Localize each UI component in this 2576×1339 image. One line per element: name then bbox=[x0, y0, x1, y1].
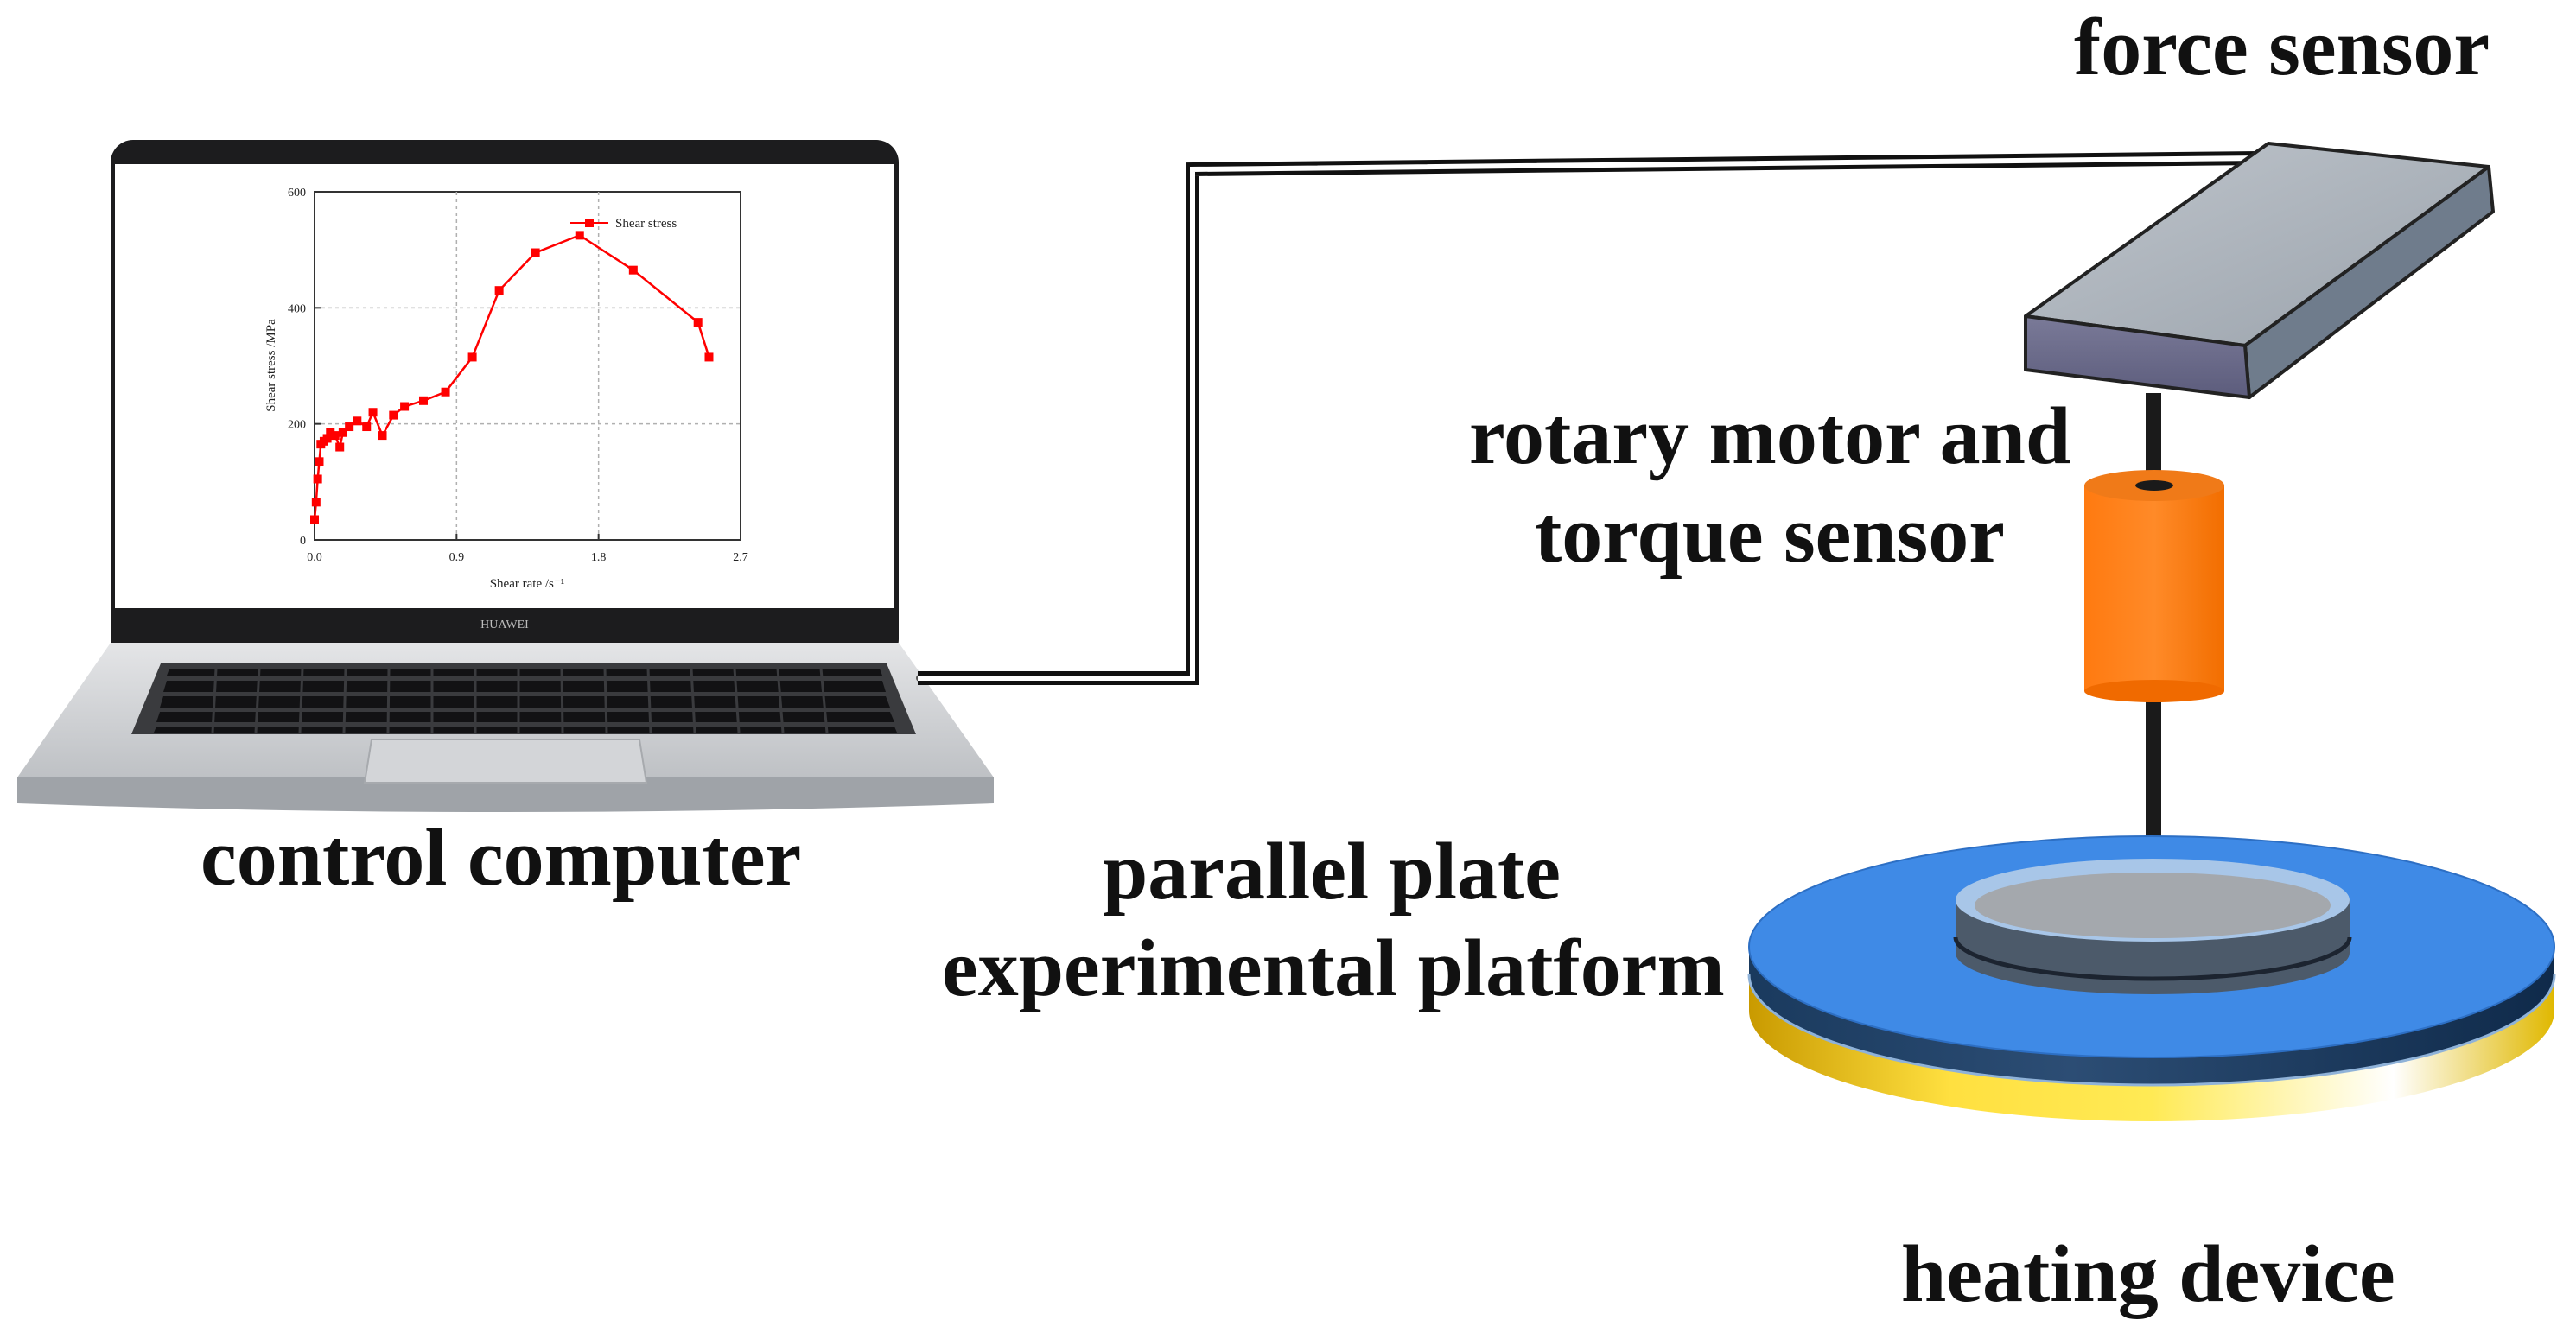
shear-stress-chart: 0 200 400 600 0.0 0.9 1.8 2.7 Shear rate /s⁻¹ S… bbox=[264, 187, 748, 591]
chart-data-point bbox=[326, 428, 335, 437]
chart-data-point bbox=[704, 352, 714, 362]
chart-data-point bbox=[628, 265, 638, 275]
legend-marker bbox=[585, 219, 594, 227]
chart-legend: Shear stress bbox=[570, 217, 677, 231]
motor-body bbox=[2084, 485, 2224, 691]
keyboard-grid bbox=[211, 668, 829, 733]
rotary-motor-label-line1: rotary motor and bbox=[1469, 391, 2071, 481]
laptop: HUAWEI bbox=[17, 140, 994, 812]
motor-shaft-hole bbox=[2135, 480, 2173, 491]
chart-data-point bbox=[362, 422, 372, 432]
chart-data-point bbox=[338, 428, 347, 437]
heating-device-label: heating device bbox=[1901, 1229, 2395, 1319]
laptop-touchpad bbox=[363, 739, 648, 784]
plate-sample bbox=[1975, 873, 2331, 938]
parallel-plate bbox=[1953, 859, 2352, 994]
laptop-brand: HUAWEI bbox=[480, 619, 529, 631]
chart-ytick-label: 200 bbox=[288, 419, 306, 432]
chart-data-point bbox=[311, 498, 321, 507]
laptop-base-edge bbox=[17, 777, 994, 812]
plate-side-line bbox=[1953, 936, 2352, 981]
chart-data-point bbox=[330, 431, 340, 441]
chart-ytick-label: 400 bbox=[288, 302, 306, 315]
keyboard-keys bbox=[154, 669, 897, 733]
chart-data-point bbox=[441, 387, 450, 397]
force-sensor-front bbox=[2024, 314, 2251, 399]
chart-data-point bbox=[378, 431, 387, 441]
platform-label-line2: experimental platform bbox=[942, 923, 1725, 1013]
chart-ytick-label: 600 bbox=[288, 187, 306, 200]
signal-cable bbox=[918, 151, 2261, 685]
force-sensor bbox=[2024, 142, 2495, 399]
chart-ylabel: Shear stress /MPa bbox=[264, 319, 278, 412]
chart-data-point bbox=[467, 352, 477, 362]
rotary-motor-label-line2: torque sensor bbox=[1535, 490, 2005, 580]
rotary-motor-torque-sensor bbox=[2084, 470, 2224, 702]
chart-data-point bbox=[335, 442, 345, 452]
chart-data-point bbox=[494, 286, 504, 295]
legend-label: Shear stress bbox=[615, 217, 677, 231]
chart-data-point bbox=[368, 408, 378, 417]
control-computer-label: control computer bbox=[200, 813, 802, 903]
chart-data-point bbox=[400, 402, 410, 411]
force-sensor-label: force sensor bbox=[2074, 3, 2490, 92]
chart-data-point bbox=[353, 416, 362, 426]
chart-grid bbox=[315, 192, 741, 540]
laptop-screen bbox=[115, 164, 894, 608]
chart-xtick-label: 2.7 bbox=[733, 551, 748, 564]
chart-series bbox=[310, 231, 714, 524]
platform-label-line1: parallel plate bbox=[1103, 827, 1561, 917]
chart-data-point bbox=[313, 474, 322, 484]
chart-data-point bbox=[389, 410, 398, 420]
chart-ytick-label: 0 bbox=[300, 535, 306, 548]
chart-xlabel: Shear rate /s⁻¹ bbox=[490, 577, 565, 591]
chart-data-point bbox=[418, 396, 428, 405]
chart-data-point bbox=[315, 457, 324, 466]
chart-data-point bbox=[310, 515, 319, 524]
chart-data-point bbox=[531, 248, 540, 257]
chart-xtick-label: 1.8 bbox=[591, 551, 607, 564]
chart-xtick-label: 0.0 bbox=[307, 551, 322, 564]
chart-data-point bbox=[693, 318, 703, 327]
chart-data-point bbox=[322, 434, 332, 443]
chart-data-point bbox=[345, 422, 354, 432]
chart-frame bbox=[314, 191, 741, 541]
motor-bottom bbox=[2084, 680, 2224, 702]
platform-edge-highlight bbox=[1747, 974, 2556, 1087]
chart-xtick-label: 0.9 bbox=[449, 551, 465, 564]
chart-ticks: 0 200 400 600 0.0 0.9 1.8 2.7 bbox=[288, 187, 748, 564]
chart-data-point bbox=[575, 231, 584, 240]
